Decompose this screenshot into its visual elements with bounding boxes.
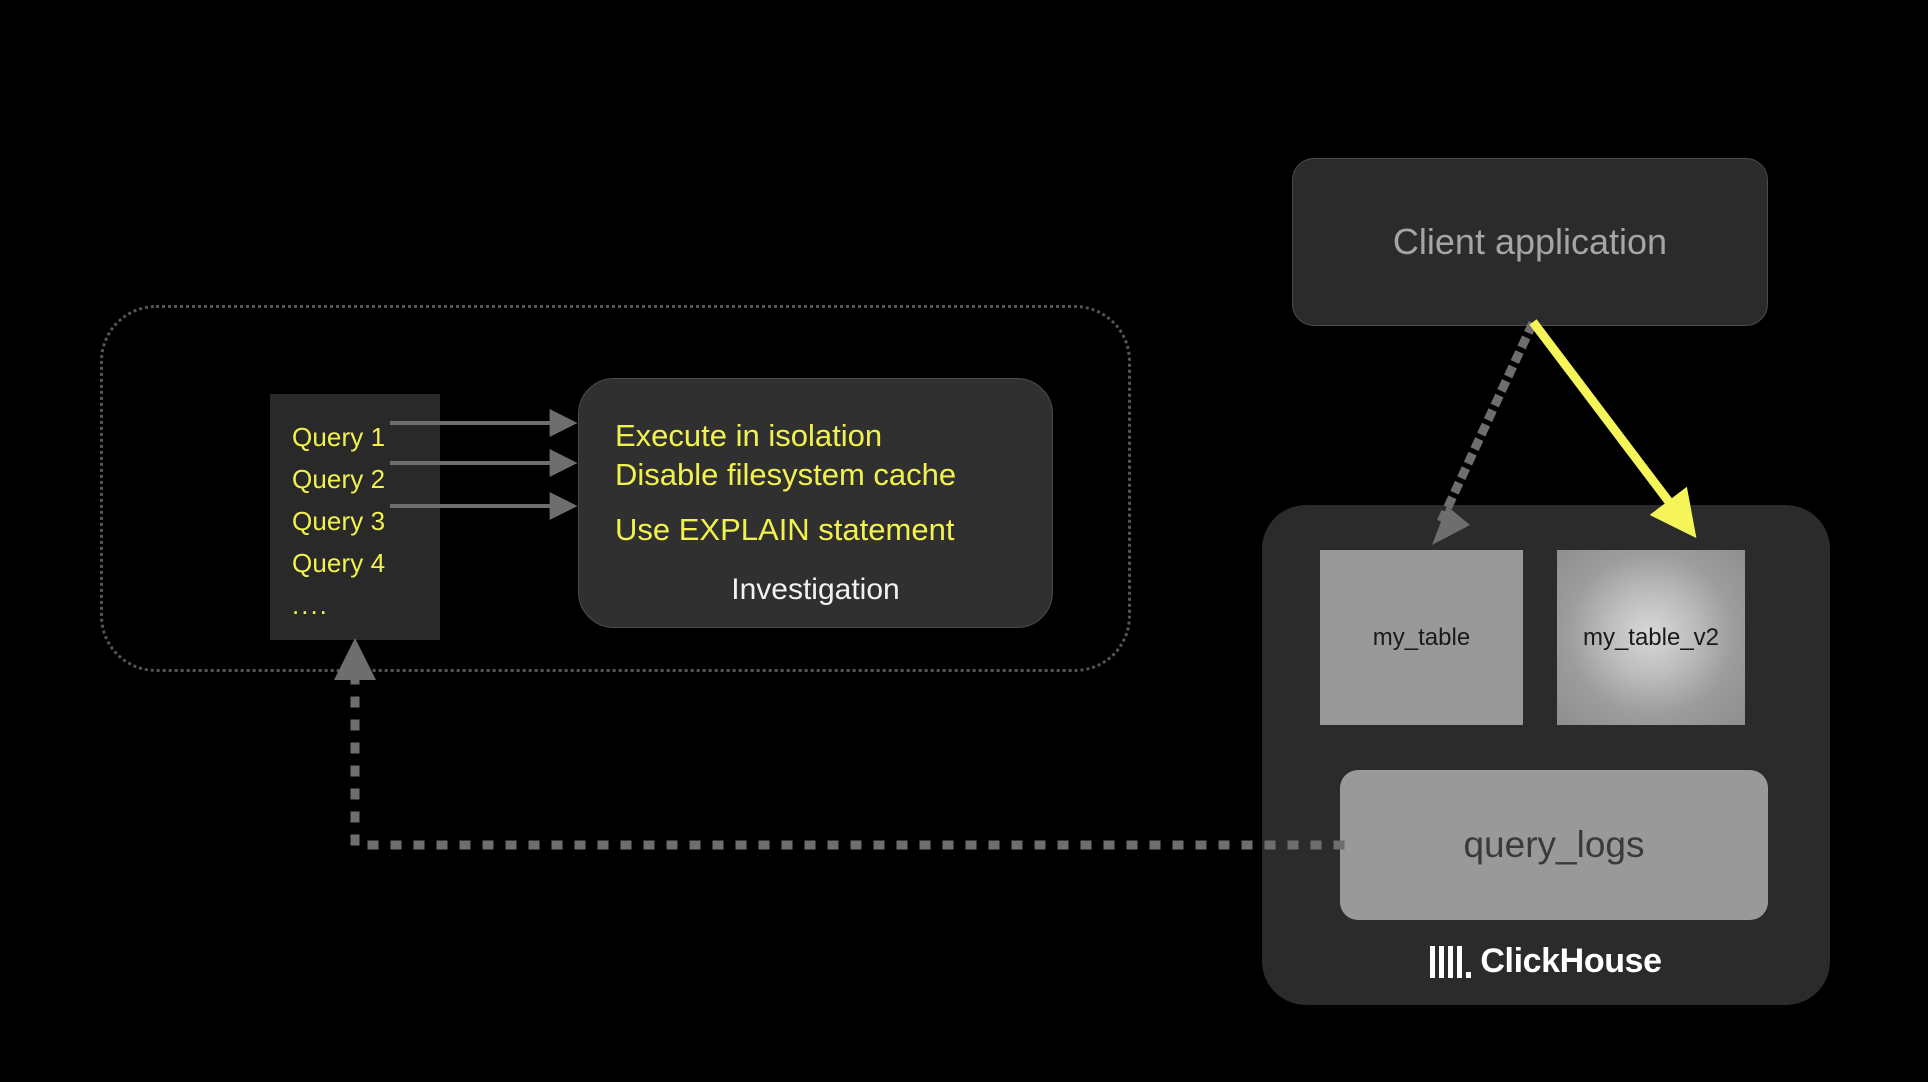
- investigation-title: Investigation: [731, 573, 900, 606]
- clickhouse-bars-icon: [1430, 945, 1472, 978]
- query-list-panel: Query 1 Query 2 Query 3 Query 4 ....: [270, 394, 440, 640]
- investigation-step: Disable filesystem cache: [615, 457, 957, 492]
- table-node-query-logs: query_logs: [1340, 770, 1768, 920]
- table-label: query_logs: [1463, 824, 1645, 865]
- query-list-item: Query 2: [292, 464, 386, 494]
- arrow-client-to-my-table-v2: [1529, 319, 1697, 539]
- client-application-label: Client application: [1392, 221, 1668, 262]
- investigation-step: Execute in isolation: [615, 418, 883, 453]
- client-application-node: Client application: [1292, 158, 1768, 326]
- clickhouse-brand: ClickHouse: [1262, 942, 1830, 981]
- query-list-item: Query 4: [292, 548, 386, 578]
- clickhouse-wordmark: ClickHouse: [1480, 942, 1662, 980]
- investigation-panel: Execute in isolation Disable filesystem …: [578, 378, 1053, 628]
- table-node-my-table-v2: my_table_v2: [1557, 550, 1745, 725]
- investigation-step: Use EXPLAIN statement: [615, 512, 955, 547]
- table-node-my-table: my_table: [1320, 550, 1523, 725]
- table-label: my_table_v2: [1582, 623, 1720, 651]
- table-label: my_table: [1372, 623, 1471, 651]
- query-list-item: Query 3: [292, 506, 386, 536]
- arrow-query-logs-to-query-panel: [350, 667, 1345, 850]
- arrow-client-to-my-table: [1435, 321, 1537, 528]
- query-list-item-more: ....: [292, 590, 329, 620]
- query-list-item: Query 1: [292, 422, 386, 452]
- investigation-steps: Execute in isolation Disable filesystem …: [615, 416, 1035, 549]
- clickhouse-server-container: my_table my_table_v2 query_logs ClickHou…: [1262, 505, 1830, 1005]
